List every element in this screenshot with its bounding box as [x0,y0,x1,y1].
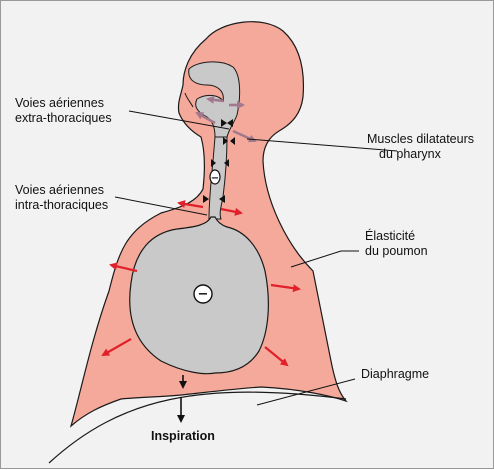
label-lung-elasticity: Élasticité du poumon [365,229,428,258]
lung-pressure-text: − [198,287,209,302]
lung-pressure-symbol: − [193,284,213,304]
label-lower-airways: Voies aériennes intra-thoraciques [15,183,109,212]
diaphragm-line [48,391,347,464]
red-arrows [101,200,301,367]
airway-markers [203,119,235,203]
airway-pressure-text: − [211,173,219,184]
leader-lines [114,110,398,406]
label-inspiration: Inspiration [151,429,215,443]
label-upper-airways: Voies aériennes extra-thoraciques [15,96,112,125]
airway-pressure-symbol: − [209,169,221,185]
label-diaphragm: Diaphragme [361,367,430,381]
label-pharynx-muscles: Muscles dilatateurs du pharynx [367,132,474,161]
diaphragm-arrows [177,375,187,423]
